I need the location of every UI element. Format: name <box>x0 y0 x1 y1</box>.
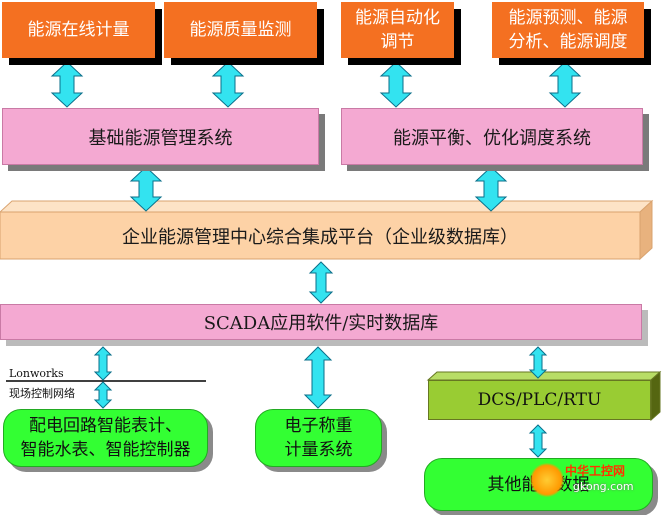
energy-automation-box: 能源自动化 调节 <box>341 2 454 58</box>
basic-energy-system-label: 基础能源管理系统 <box>88 127 233 149</box>
scada-label: SCADA应用软件/实时数据库 <box>203 313 439 334</box>
energy-quality-monitoring-label: 能源质量监测 <box>189 20 292 40</box>
arrow-basic-platform <box>129 166 163 212</box>
weighing-system-line1: 电子称重 <box>284 416 353 436</box>
arrow-scada-dcs <box>528 346 548 379</box>
basic-energy-system-box: 基础能源管理系统 <box>2 108 319 165</box>
field-network-label: 现场控制网络 <box>9 387 75 400</box>
gear-icon <box>530 463 564 497</box>
energy-forecast-box: 能源预测、能源 分析、能源调度 <box>492 2 644 58</box>
weighing-system-line2: 计量系统 <box>284 440 353 460</box>
energy-balance-system-label: 能源平衡、优化调度系统 <box>393 127 591 149</box>
arrow-scada-lonworks <box>93 346 113 381</box>
energy-automation-line1: 能源自动化 <box>355 8 440 28</box>
energy-forecast-line1: 能源预测、能源 <box>508 8 628 28</box>
smart-meter-line1: 配电回路智能表计、 <box>29 416 182 436</box>
arrow-scada-weighing <box>303 346 333 409</box>
energy-online-metering-label: 能源在线计量 <box>27 20 130 40</box>
arrow-dcs-other <box>528 424 548 458</box>
smart-meter-line2: 智能水表、智能控制器 <box>20 440 191 460</box>
arrow-quality-monitoring <box>211 61 245 108</box>
integration-platform-label: 企业能源管理中心综合集成平台（企业级数据库） <box>122 226 518 248</box>
watermark-cn: 中华工控网 <box>565 464 626 478</box>
energy-balance-system-box: 能源平衡、优化调度系统 <box>341 108 643 165</box>
energy-forecast-line2: 分析、能源调度 <box>508 32 628 52</box>
smart-meter-box: 配电回路智能表计、 智能水表、智能控制器 <box>3 409 208 467</box>
energy-online-metering-box: 能源在线计量 <box>2 2 155 58</box>
arrow-automation <box>379 61 413 108</box>
arrow-network-meter <box>93 381 113 409</box>
watermark-url: gkong.com <box>573 480 634 493</box>
connector-arrows <box>50 61 582 458</box>
lonworks-label: Lonworks <box>9 367 64 380</box>
arrow-platform-scada <box>308 261 334 304</box>
arrow-forecast <box>548 61 582 108</box>
integration-platform: 企业能源管理中心综合集成平台（企业级数据库） <box>0 212 640 259</box>
dcs-plc-rtu-label: DCS/PLC/RTU <box>477 390 602 410</box>
energy-quality-monitoring-box: 能源质量监测 <box>164 2 317 58</box>
dcs-plc-rtu-box: DCS/PLC/RTU <box>428 380 651 420</box>
arrow-online-metering <box>50 61 84 108</box>
weighing-system-box: 电子称重 计量系统 <box>255 409 382 467</box>
arrow-balance-platform <box>474 166 508 212</box>
energy-automation-line2: 调节 <box>380 32 415 52</box>
scada-box: SCADA应用软件/实时数据库 <box>0 304 642 340</box>
